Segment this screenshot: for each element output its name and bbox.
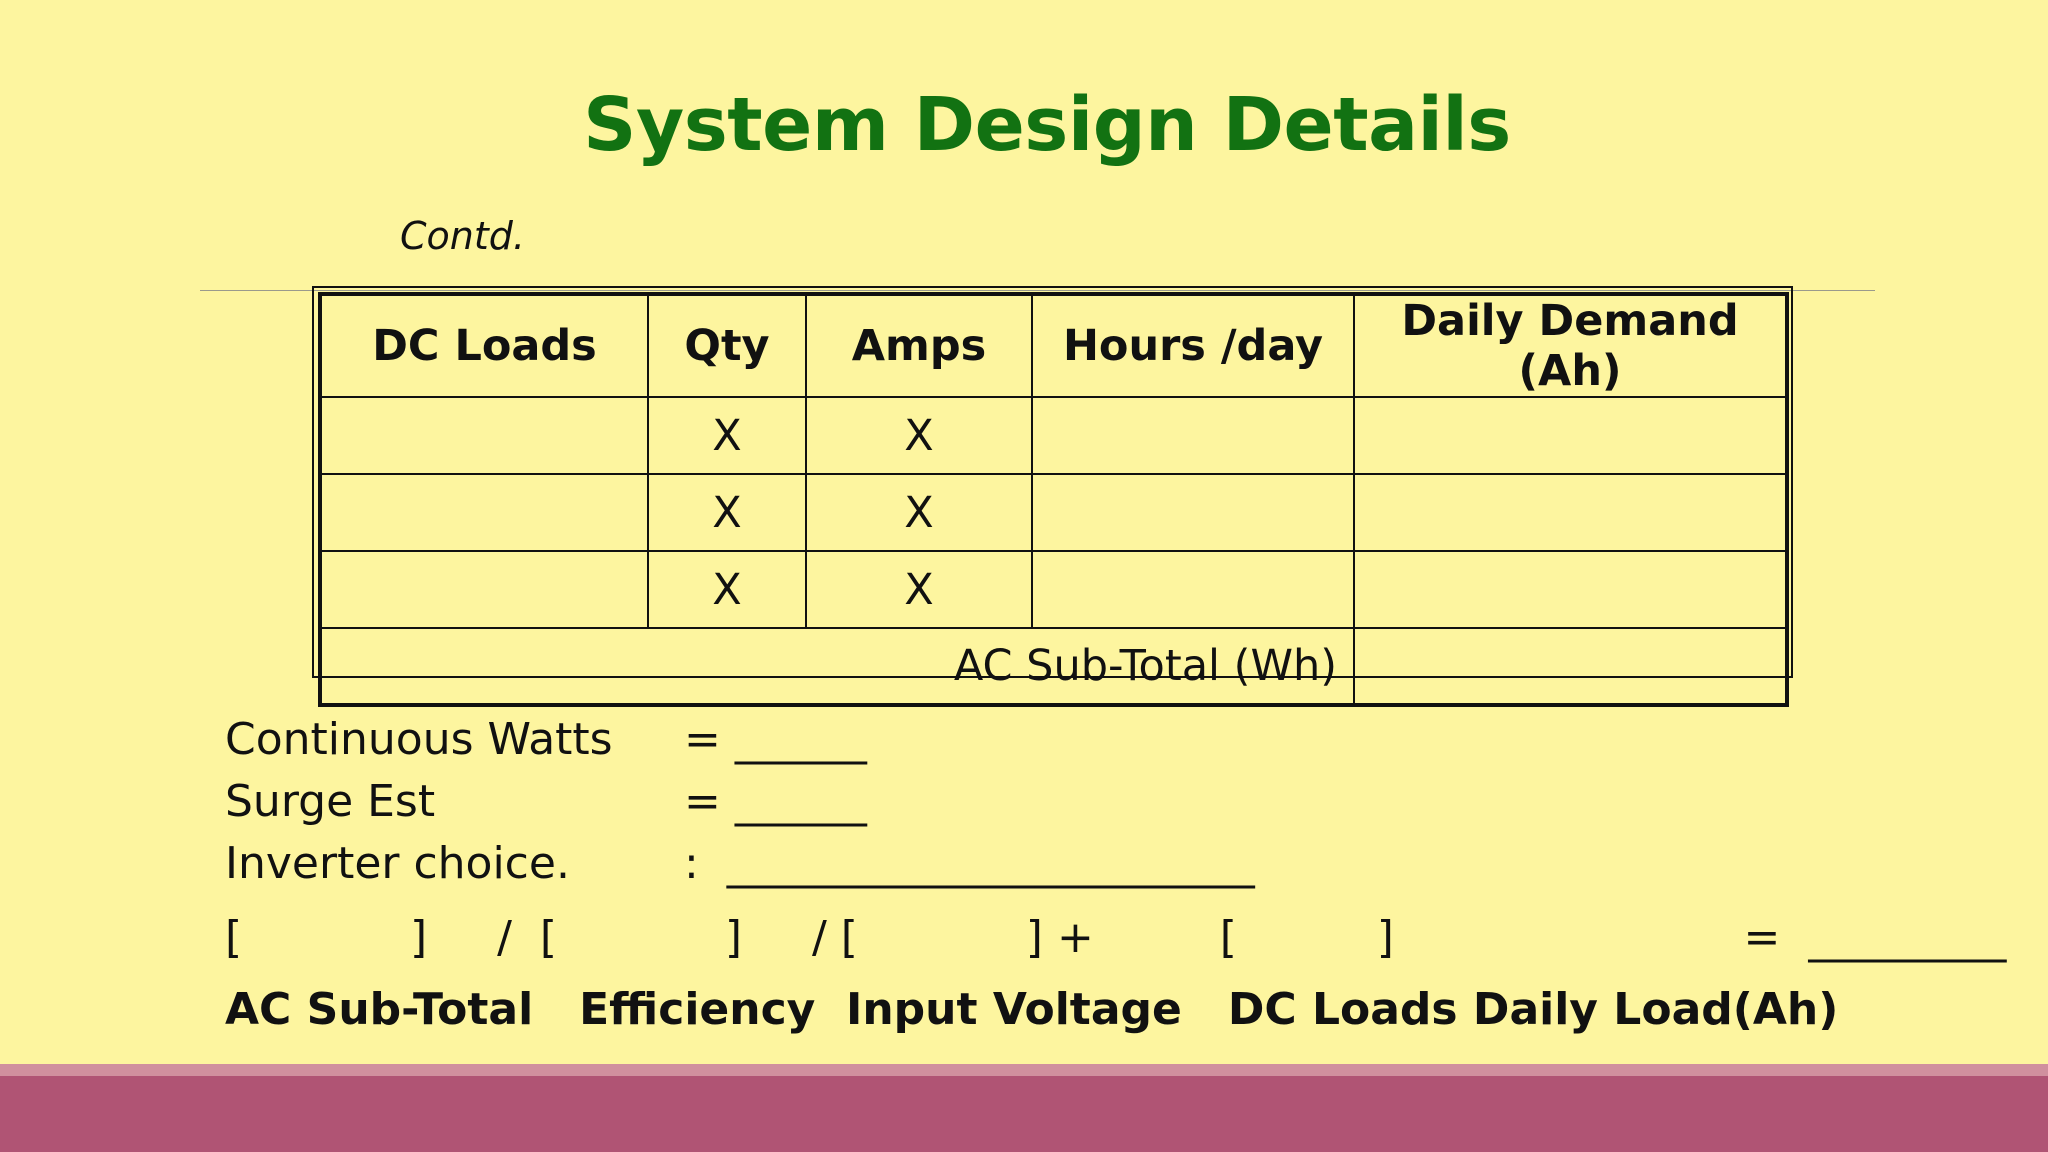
cell-qty: X xyxy=(647,396,807,475)
surge-est-value: = ______ xyxy=(684,776,867,827)
header-qty: Qty xyxy=(647,293,807,398)
cell-hours xyxy=(1031,550,1355,629)
cell-qty: X xyxy=(647,473,807,552)
subtotal-label: AC Sub-Total (Wh) xyxy=(319,627,1355,706)
cell-demand xyxy=(1353,473,1788,552)
slide-subtitle: Contd. xyxy=(400,214,525,258)
header-dc-loads: DC Loads xyxy=(319,293,649,398)
table-header-row: DC Loads Qty Amps Hours /day Daily Deman… xyxy=(319,293,1788,398)
header-hours-day: Hours /day xyxy=(1031,293,1355,398)
slide-title: System Design Details xyxy=(583,82,1511,168)
cell-demand xyxy=(1353,396,1788,475)
cell-amps: X xyxy=(805,473,1033,552)
inverter-choice-value: : ________________________ xyxy=(684,838,1255,889)
inverter-choice-label: Inverter choice. xyxy=(225,838,570,889)
cell-amps: X xyxy=(805,550,1033,629)
surge-est-label: Surge Est xyxy=(225,776,436,827)
cell-qty: X xyxy=(647,550,807,629)
cell-hours xyxy=(1031,473,1355,552)
footer-accent-bar xyxy=(0,1064,2048,1076)
formula-labels: AC Sub-Total Efficiency Input Voltage DC… xyxy=(225,984,1839,1035)
dc-loads-table-frame: DC Loads Qty Amps Hours /day Daily Deman… xyxy=(312,286,1793,707)
cell-dc-load xyxy=(319,396,649,475)
formula-line: [ ] / [ ] / [ ] + [ ] = _________ xyxy=(225,912,2007,963)
table-row: X X xyxy=(319,396,1788,475)
table-row: X X xyxy=(319,550,1788,629)
footer-bar xyxy=(0,1076,2048,1152)
subtotal-value xyxy=(1353,627,1788,706)
cell-dc-load xyxy=(319,473,649,552)
header-daily-demand: Daily Demand (Ah) xyxy=(1353,293,1788,398)
header-amps: Amps xyxy=(805,293,1033,398)
cell-demand xyxy=(1353,550,1788,629)
table-row: X X xyxy=(319,473,1788,552)
cell-amps: X xyxy=(805,396,1033,475)
cell-dc-load xyxy=(319,550,649,629)
divider-line xyxy=(200,290,1875,291)
continuous-watts-label: Continuous Watts xyxy=(225,714,613,765)
subtotal-row: AC Sub-Total (Wh) xyxy=(319,627,1788,706)
continuous-watts-value: = ______ xyxy=(684,714,867,765)
dc-loads-table: DC Loads Qty Amps Hours /day Daily Deman… xyxy=(318,292,1789,707)
cell-hours xyxy=(1031,396,1355,475)
